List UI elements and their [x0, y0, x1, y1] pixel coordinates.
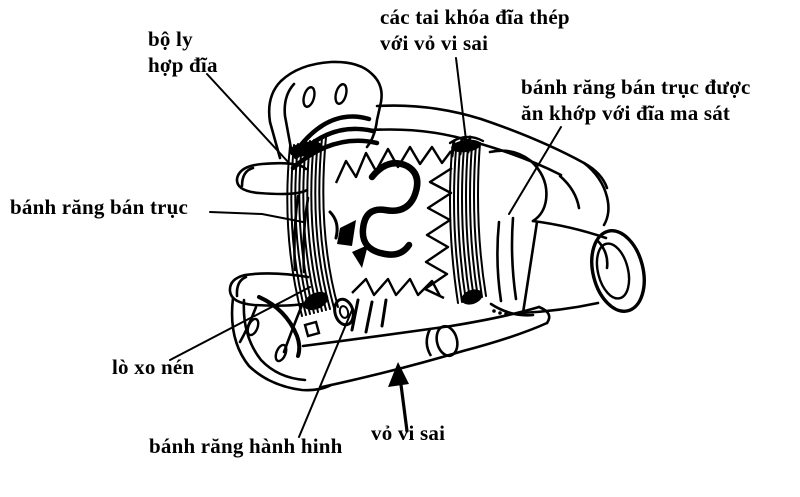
label-banh-rang-ban-truc: bánh răng bán trục [10, 195, 188, 221]
label-line: bánh răng bán trục [10, 195, 189, 219]
ink-blobs [289, 139, 508, 316]
spider-window [359, 160, 421, 258]
label-line: với vỏ vi sai [380, 30, 489, 55]
label-vo-vi-sai: vỏ vi sai [371, 421, 445, 447]
leader-banh-rang-hanh-hinh [298, 309, 353, 438]
flange-holes [246, 83, 348, 363]
leader-lines [169, 57, 562, 438]
label-line: vỏ vi sai [371, 421, 446, 445]
leader-banh-rang-an-khop [508, 126, 562, 215]
center-detail-strokes [328, 210, 388, 334]
vo-vi-sai-arrow [388, 362, 409, 433]
gear-teeth [334, 145, 453, 300]
label-line: lò xo nén [112, 355, 195, 379]
label-bo-ly-hop-dia: bộ ly hợp đĩa [148, 27, 218, 78]
label-line: bộ ly [148, 27, 193, 51]
leader-lo-xo-nen [169, 286, 311, 361]
label-line: bánh răng bán trục được [521, 75, 751, 99]
label-line: hợp đĩa [148, 52, 218, 77]
leader-bo-ly-hop-dia [206, 73, 290, 164]
hub-end-face [590, 229, 646, 313]
label-banh-rang-ban-truc-an-khop: bánh răng bán trục được ăn khớp với đĩa … [521, 75, 751, 126]
label-cac-tai-khoa-dia-thep: các tai khóa đĩa thép với vỏ vi sai [380, 5, 570, 56]
label-lo-xo-nen: lò xo nén [112, 355, 194, 381]
label-banh-rang-hanh-hinh: bánh răng hành hinh [149, 434, 343, 460]
label-line: các tai khóa đĩa thép [380, 5, 570, 29]
right-clutch-pack-hatching [449, 142, 487, 304]
leader-banh-rang-ban-truc [209, 211, 304, 223]
leader-cac-tai-khoa [455, 57, 467, 141]
label-line: bánh răng hành hinh [149, 434, 343, 458]
label-line: ăn khớp với đĩa ma sát [521, 100, 731, 125]
